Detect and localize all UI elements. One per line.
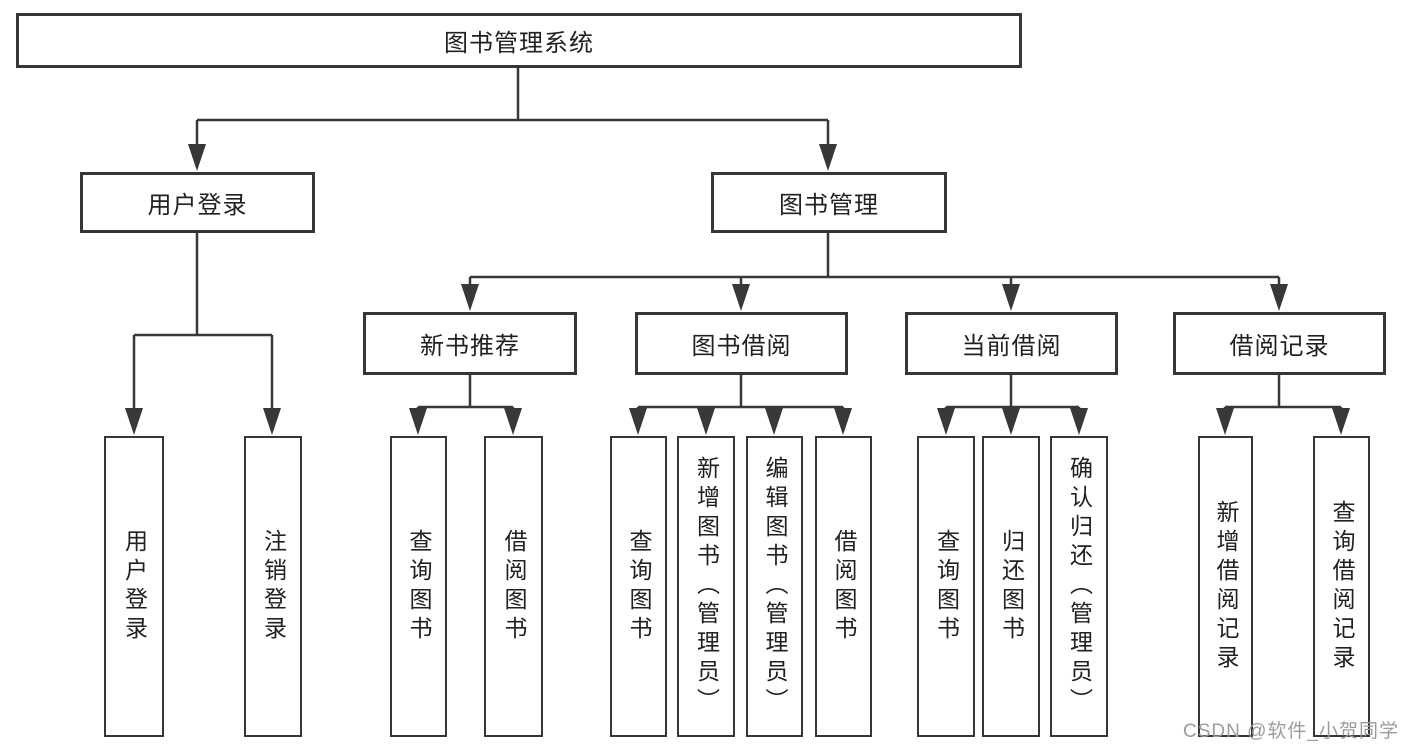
node-label: 确认归还（管理员） — [1066, 456, 1093, 717]
node-label: 归还图书 — [998, 528, 1025, 645]
node-label: 编辑图书（管理员） — [762, 456, 788, 717]
node-label: 查询图书 — [626, 528, 652, 645]
leaf-user-login: 用户登录 — [104, 436, 164, 737]
leaf-query-books-borrow: 查询图书 — [610, 436, 667, 737]
leaf-borrow-books-borrow: 借阅图书 — [815, 436, 872, 737]
node-label: 借阅图书 — [501, 528, 527, 645]
node-book-management: 图书管理 — [711, 172, 947, 233]
node-label: 当前借阅 — [961, 333, 1062, 360]
node-borrowing-records: 借阅记录 — [1173, 312, 1386, 375]
node-label: 注销登录 — [260, 528, 287, 645]
node-book-borrowing: 图书借阅 — [635, 312, 848, 375]
node-label: 用户登录 — [121, 528, 148, 645]
leaf-add-book-admin: 新增图书（管理员） — [677, 436, 735, 737]
node-label: 用户登录 — [147, 192, 248, 219]
node-label: 图书管理 — [779, 192, 879, 219]
leaf-return-book: 归还图书 — [982, 436, 1040, 737]
node-label: 查询图书 — [933, 528, 960, 645]
node-user-login: 用户登录 — [80, 172, 315, 233]
leaf-add-borrow-record: 新增借阅记录 — [1198, 436, 1253, 737]
node-label: 图书借阅 — [691, 333, 792, 360]
leaf-query-books-recommend: 查询图书 — [390, 436, 447, 737]
leaf-query-books-current: 查询图书 — [917, 436, 975, 737]
leaf-confirm-return-admin: 确认归还（管理员） — [1050, 436, 1108, 737]
leaf-edit-book-admin: 编辑图书（管理员） — [746, 436, 803, 737]
node-label: 借阅记录 — [1229, 333, 1330, 360]
watermark: CSDN @软件_小贺同学 — [1183, 721, 1399, 742]
node-label: 新增借阅记录 — [1213, 499, 1239, 674]
node-label: 借阅图书 — [831, 528, 857, 645]
node-library-management-system: 图书管理系统 — [16, 13, 1022, 68]
node-label: 新增图书（管理员） — [693, 456, 720, 717]
node-current-borrowing: 当前借阅 — [905, 312, 1118, 375]
node-label: 新书推荐 — [420, 333, 520, 360]
leaf-borrow-books-recommend: 借阅图书 — [484, 436, 543, 737]
node-label: 查询图书 — [406, 528, 432, 645]
node-label: 查询借阅记录 — [1329, 499, 1355, 674]
node-new-book-recommendation: 新书推荐 — [363, 312, 577, 375]
leaf-logout: 注销登录 — [244, 436, 302, 737]
node-label: 图书管理系统 — [444, 30, 594, 57]
leaf-query-borrow-record: 查询借阅记录 — [1313, 436, 1370, 737]
